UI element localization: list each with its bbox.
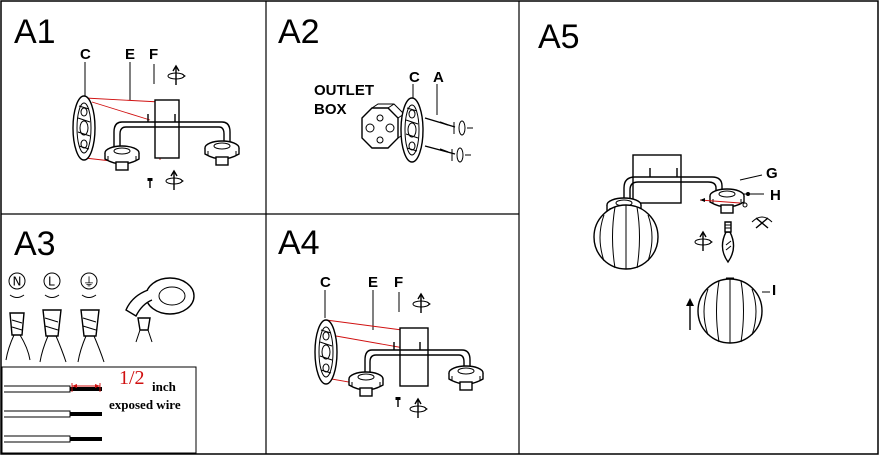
wire-nut-drawings: [5, 309, 105, 363]
label-e: E: [125, 46, 135, 63]
step-a4-panel: A4 C E F: [278, 224, 484, 419]
step-a1-panel: A1 C E F: [14, 13, 240, 191]
measure-caption: exposed wire: [109, 397, 181, 412]
ground-symbol: ⏚: [80, 272, 98, 298]
label-a: A: [433, 69, 444, 86]
live-symbol-text: L: [48, 275, 55, 289]
label-c: C: [409, 69, 420, 86]
measure-unit: inch: [152, 379, 177, 394]
step-a4-title: A4: [278, 224, 320, 262]
step-a5-title: A5: [538, 18, 580, 56]
label-f: F: [394, 274, 403, 291]
measure-value: 1/2: [119, 367, 145, 389]
label-g: G: [766, 165, 778, 182]
neutral-symbol: N: [8, 272, 26, 298]
label-h: H: [770, 187, 781, 204]
step-a2-title: A2: [278, 13, 320, 51]
label-box: BOX: [314, 101, 347, 118]
fixture-drawing-a5: [593, 154, 773, 344]
exposed-wire-diagram: 1/2 inch exposed wire: [1, 366, 197, 454]
electrical-tape-drawing: [125, 277, 195, 343]
label-i: I: [772, 282, 776, 299]
label-c: C: [320, 274, 331, 291]
step-a2-panel: A2 OUTLET BOX C A: [278, 13, 473, 163]
fixture-drawing-a1: [72, 62, 240, 191]
neutral-symbol-text: N: [13, 275, 22, 289]
step-a3-panel: A3 N L ⏚: [1, 225, 197, 454]
label-c: C: [80, 46, 91, 63]
label-f: F: [149, 46, 158, 63]
fixture-drawing-a4: [314, 290, 484, 419]
ground-symbol-text: ⏚: [83, 275, 95, 289]
label-e: E: [368, 274, 378, 291]
step-a5-panel: A5 G H I: [538, 18, 781, 344]
step-a1-title: A1: [14, 13, 56, 51]
outlet-box-drawing: [361, 84, 473, 163]
label-outlet: OUTLET: [314, 82, 374, 99]
step-a3-title: A3: [14, 225, 56, 263]
live-symbol: L: [43, 272, 61, 298]
